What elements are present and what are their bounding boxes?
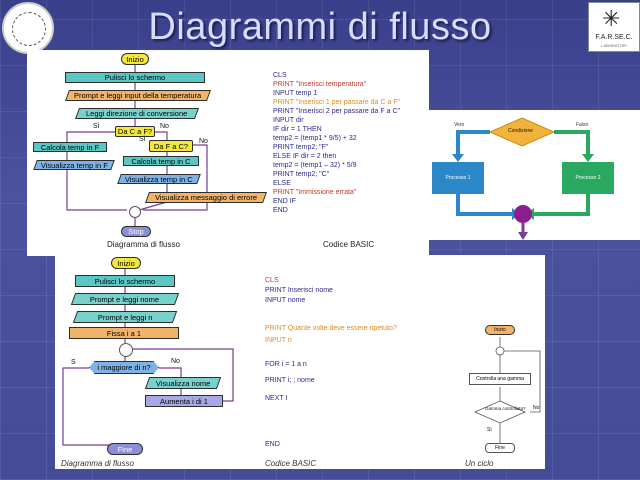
p3-process-1: Processo 1 [432, 162, 484, 194]
slide-title: Diagrammi di flusso [148, 6, 492, 48]
cycle-no-label: No [533, 405, 540, 411]
flow1-prompt-temp-text: Prompt e leggi input della temperatura [74, 91, 202, 100]
code1-line: INPUT dir [273, 117, 304, 124]
code2-line: PRINT i; ; nome [265, 377, 315, 384]
code1-line: PRINT temp2; "F" [273, 144, 329, 151]
p3-exit-arrow [518, 232, 528, 240]
cycle-start: Inizio [485, 325, 515, 335]
flow1-clear-screen: Pulisci lo schermo [65, 72, 205, 83]
code2-line: END [265, 441, 280, 448]
panel-if-else-diagram: Condizione Vero Falso Processo 1 Process… [428, 110, 640, 240]
flow1-decision-f-to-c: Da F a C? [149, 140, 193, 152]
flow2-start: Inizio [111, 257, 141, 269]
cycle-decision-diamond [474, 400, 526, 424]
code1-line: ELSE [273, 180, 291, 187]
flow1-start: Inizio [121, 53, 149, 65]
flow1-no-label-2: No [199, 138, 208, 145]
p3-arrow-right [582, 154, 594, 162]
flow2-prompt-n: Prompt e leggi n [72, 311, 178, 323]
university-seal-logo [2, 2, 54, 54]
p3-process-2: Processo 2 [562, 162, 614, 194]
cycle-question: Gamma controllata? [485, 406, 526, 411]
code1-line: PRINT "Inserisci 2 per passare da F a C" [273, 108, 400, 115]
flow2-prompt-n-text: Prompt e leggi n [97, 312, 153, 322]
flow2-clear-screen: Pulisci lo schermo [75, 275, 175, 287]
flow1-error-message: Visualizza messaggio di errore [144, 192, 268, 203]
flow1-show-c: Visualizza temp in C [117, 174, 201, 184]
code1-line: END [273, 207, 288, 214]
flow2-caption: Diagramma di flusso [61, 459, 134, 468]
code2-line: CLS [265, 277, 279, 284]
p3-decision-label: Condizione [508, 128, 534, 134]
p3-arrow-left [452, 154, 464, 162]
flow1-no-label-1: No [160, 123, 169, 130]
code2-caption: Codice BASIC [265, 459, 317, 468]
flow1-show-f: Visualizza temp in F [33, 160, 115, 170]
flow2-decision: i maggiore di n? [89, 361, 159, 374]
flow1-read-direction-text: Leggi direzione di conversione [86, 109, 188, 118]
code1-line: temp2 = (temp1 * 9/5) + 32 [273, 135, 357, 142]
flow2-show-name-text: Visualizza nome [155, 378, 211, 388]
flow2-yes-label: S [71, 359, 76, 366]
flow2-no-label: No [171, 358, 180, 365]
flow2-prompt-name-text: Prompt e leggi nome [90, 294, 160, 304]
flow1-show-f-text: Visualizza temp in F [40, 160, 108, 170]
flow2-show-name: Visualizza nome [144, 377, 222, 389]
flow1-calc-f: Calcola temp in F [33, 142, 107, 152]
cycle-connector [495, 346, 505, 356]
code1-line: PRINT "Inserisci 1 per passare da C a F" [273, 99, 400, 106]
p3-true-label: Vero [454, 122, 465, 128]
cycle-yes-label: Sì [487, 427, 492, 433]
code1-line: END IF [273, 198, 296, 205]
code2-line: INPUT nome [265, 297, 306, 304]
panel-loop-flowchart: Inizio Pulisci lo schermo Prompt e leggi… [55, 255, 545, 469]
logo-subtext: LABORATORI [601, 43, 627, 48]
flow2-end: Fine [107, 443, 143, 455]
flow1-error-message-text: Visualizza messaggio di errore [155, 193, 257, 202]
cycle-end: Fine [485, 443, 515, 453]
code1-line: INPUT temp 1 [273, 90, 318, 97]
code1-line: PRINT "Inserisci temperatura" [273, 81, 367, 88]
code1-line: temp2 = (temp1 – 32) * 5/9 [273, 162, 357, 169]
panel2-connectors [62, 269, 541, 446]
flow2-set-i: Fissa i a 1 [69, 327, 179, 339]
flow1-prompt-temp: Prompt e leggi input della temperatura [64, 90, 212, 101]
p3-false-label: Falso [576, 122, 589, 128]
flow1-connector-circle [129, 206, 141, 218]
flow1-decision-c-to-f: Da C a F? [115, 126, 155, 137]
code1-line: CLS [273, 72, 287, 79]
flow1-calc-c: Calcola temp in C [123, 156, 199, 166]
code2-line: PRINT Inserisci nome [265, 287, 333, 294]
panel3-connectors [452, 117, 594, 240]
flow2-prompt-name: Prompt e leggi nome [70, 293, 180, 305]
p3-decision-diamond [488, 117, 556, 147]
seal-ring [12, 12, 46, 46]
p3-merge-circle [514, 205, 532, 223]
logo-text: F.A.R.SE.C. [595, 34, 633, 41]
flow1-yes-label-1: Sì [93, 123, 100, 130]
farsec-logo: ✳ F.A.R.SE.C. LABORATORI [588, 2, 640, 52]
code2-line: PRINT Quante volte deve essere ripetuto? [265, 325, 397, 332]
code2-line: NEXT I [265, 395, 288, 402]
panel-temperature-flowchart: Inizio Pulisci lo schermo Prompt e leggi… [27, 50, 429, 256]
code2-line: FOR i = 1 a n [265, 361, 307, 368]
cycle-check-range: Controlla una gamma [469, 373, 531, 385]
flow2-connector-circle [119, 343, 133, 357]
logo-star-icon: ✳ [602, 6, 621, 31]
flow1-caption: Diagramma di flusso [107, 240, 180, 249]
flow1-yes-label-2: Sì [139, 136, 146, 143]
cycle-caption: Un ciclo [465, 459, 494, 468]
flow2-inc-i: Aumenta i di 1 [145, 395, 223, 407]
code1-line: IF dir = 1 THEN [273, 126, 322, 133]
code2-line: INPUT n [265, 337, 292, 344]
code1-line: PRINT "Immissione errata" [273, 189, 357, 196]
code1-line: ELSE IF dir = 2 then [273, 153, 337, 160]
flow1-show-c-text: Visualizza temp in C [125, 174, 193, 184]
flow1-stop: Stop [121, 226, 151, 237]
code1-caption: Codice BASIC [323, 240, 375, 249]
flow1-read-direction: Leggi direzione di conversione [74, 108, 200, 119]
code1-line: PRINT temp2; "C" [273, 171, 330, 178]
